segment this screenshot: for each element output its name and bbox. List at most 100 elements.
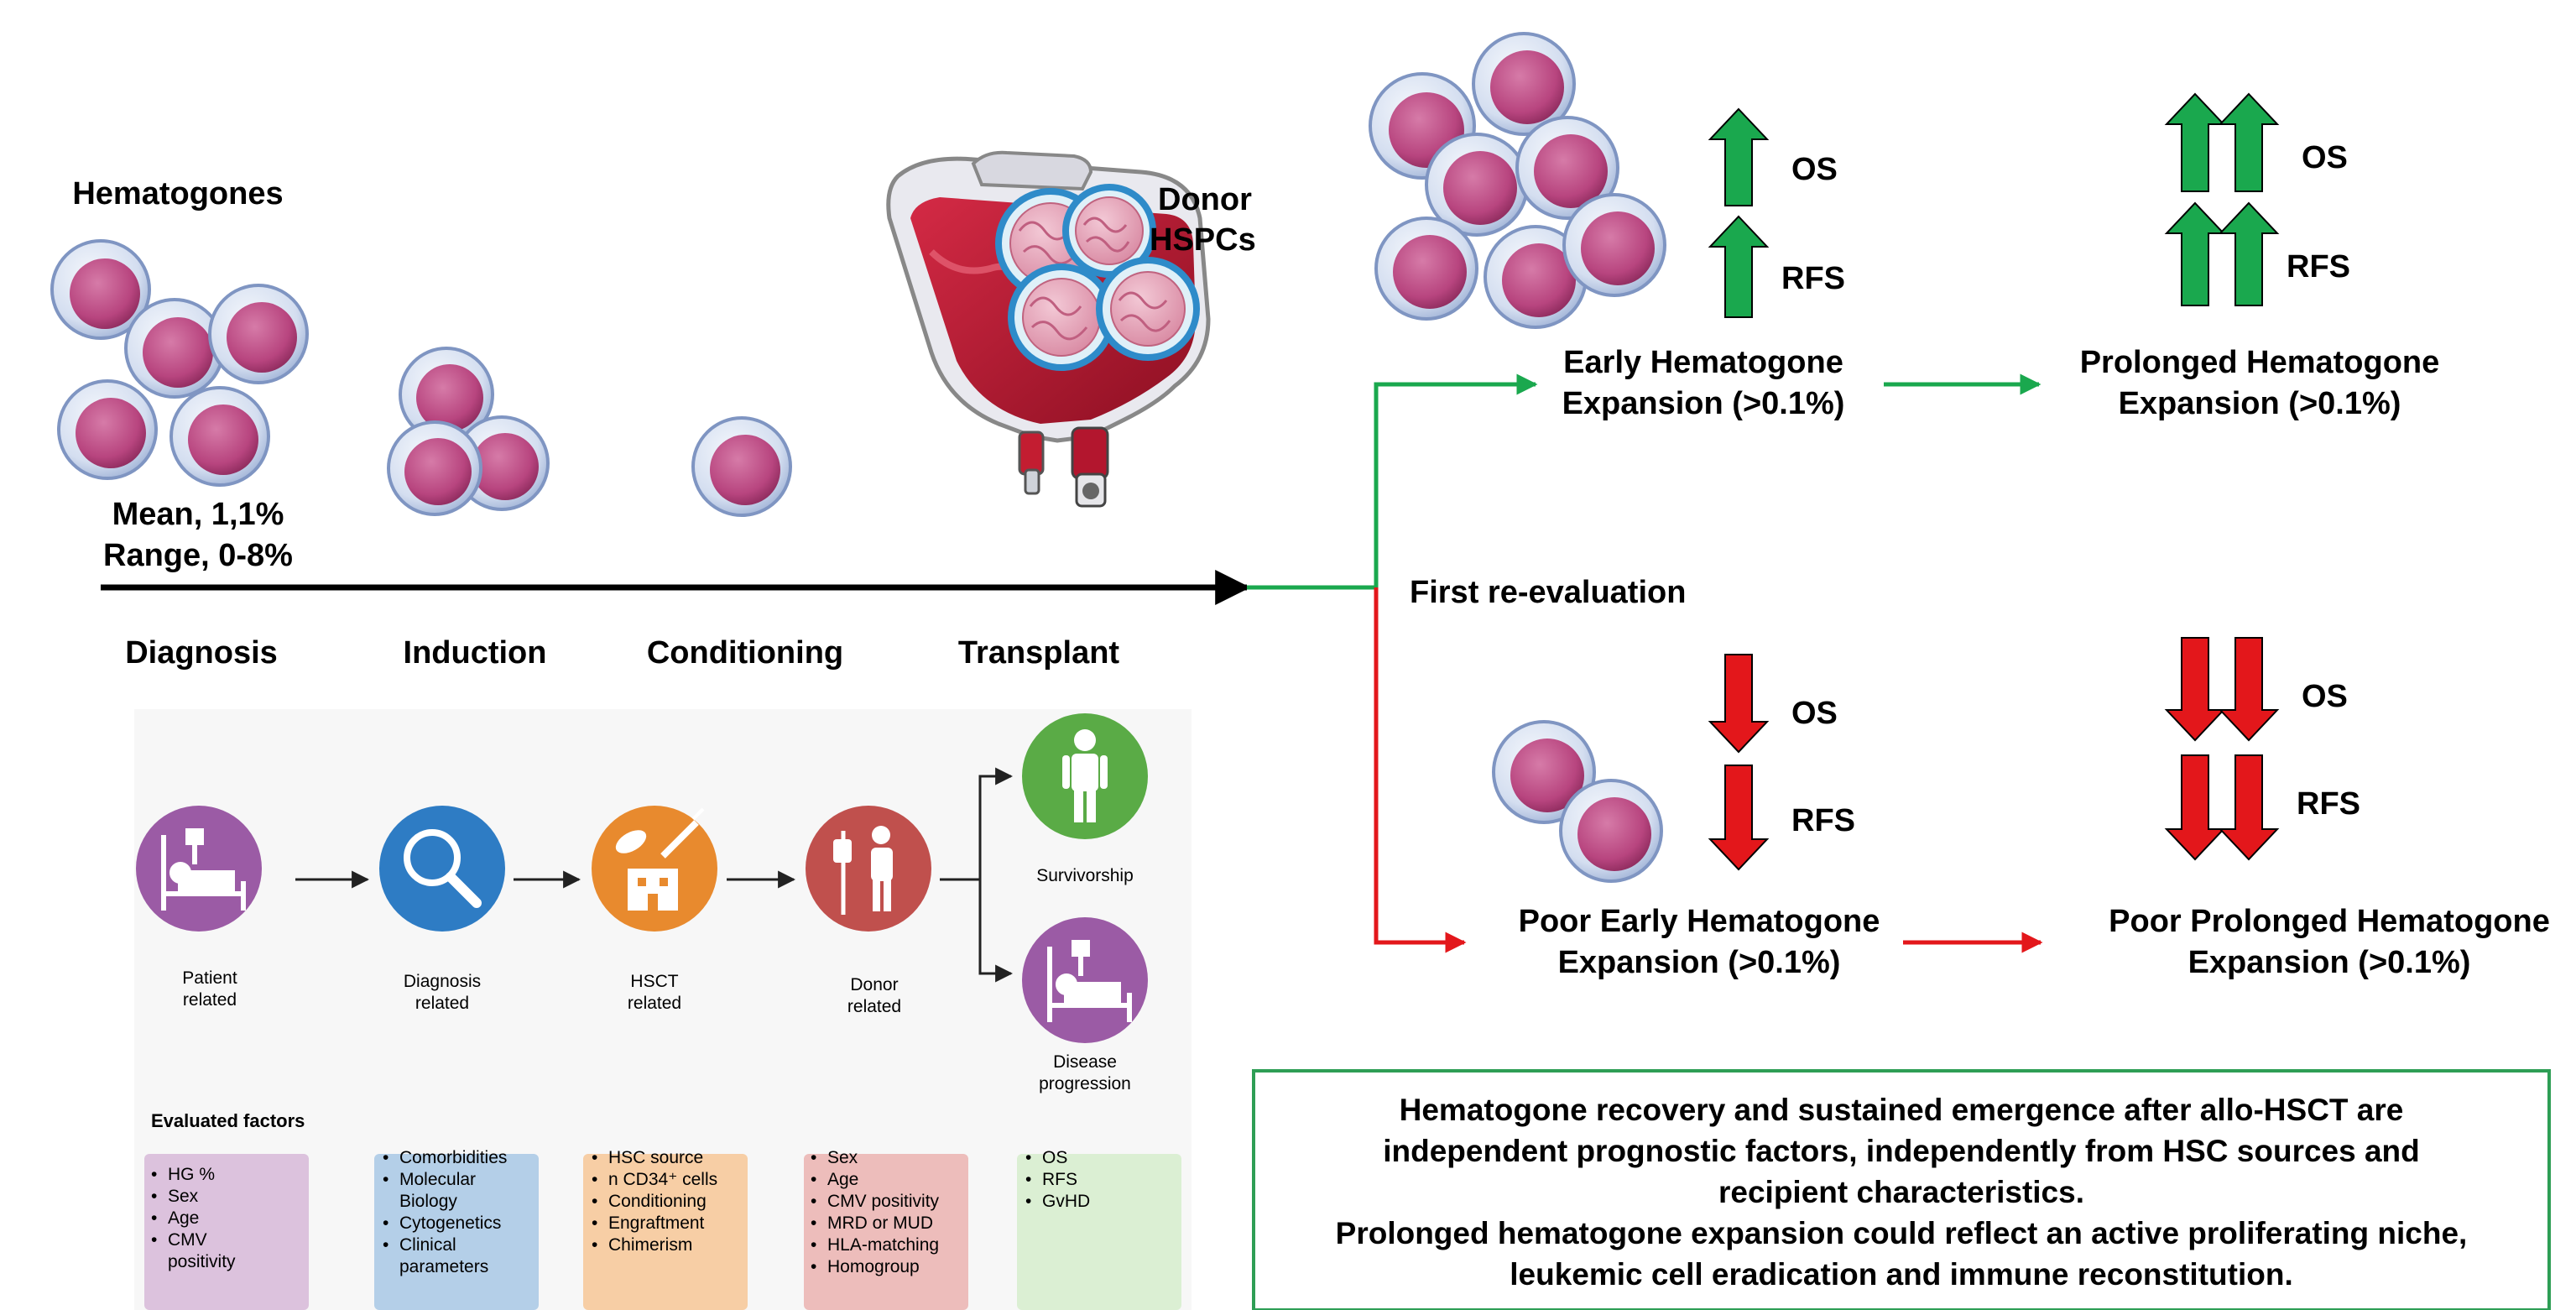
factor-item: parameters [399,1257,488,1276]
bullet: • [592,1170,597,1189]
os-down-arrow-icon [2164,637,2226,742]
factor-item: positivity [168,1252,236,1271]
factor-item: GvHD [1042,1192,1090,1211]
os-down-arrow-icon [1708,654,1770,754]
node-label: related [628,994,681,1013]
prolonged-expansion-title: Prolonged Hematogone [2080,345,2440,380]
os-down-arrow-icon [2218,637,2280,742]
hematogone-cell [208,284,309,384]
early-rfs-label: RFS [1781,261,1845,296]
branch-connectors [1247,373,2043,953]
early-up-arrows [1708,107,1770,318]
bullet: • [383,1148,388,1167]
bullet: • [811,1257,816,1276]
poor-prolonged-down-arrows [2164,637,2280,861]
factor-item: Clinical [399,1235,456,1255]
factor-box-patient [144,1154,309,1310]
factor-item: Conditioning [608,1192,707,1211]
conclusion-text: Hematogone recovery and sustained emerge… [1336,1093,2468,1292]
prolonged-expansion-subtitle: Expansion (>0.1%) [2119,386,2401,421]
hematogones-label: Hematogones [72,176,283,211]
conclusion-line: recipient characteristics. [1718,1175,2084,1209]
bullet: • [811,1213,816,1233]
bullet: • [151,1230,157,1250]
donor-label: Donor [1158,182,1252,217]
bullet: • [811,1148,816,1167]
factor-item: CMV [168,1230,207,1250]
hematogone-cell [1559,779,1663,883]
prolonged-up-arrows [2164,92,2280,306]
os-up-arrow-icon [1708,107,1770,206]
node-label: related [847,997,901,1016]
early-os-label: OS [1791,152,1838,187]
stage-induction: Induction [404,635,547,671]
conclusion-line: leukemic cell eradication and immune rec… [1510,1257,2292,1292]
bullet: • [383,1235,388,1255]
stage-diagnosis: Diagnosis [125,635,278,671]
hematogone-cell [1484,225,1588,329]
factor-item: CMV positivity [827,1192,940,1211]
factor-item: Age [168,1208,199,1228]
bullet: • [151,1165,157,1184]
factor-item: RFS [1042,1170,1077,1189]
hspcs-label: HSPCs [1150,222,1256,258]
conditioning-cell [691,416,792,517]
induction-cells [387,347,550,516]
os-up-arrow-icon [2218,92,2280,192]
factor-item: Sex [168,1187,199,1206]
hematogone-cell [1472,32,1576,136]
factor-box-hsct [583,1154,748,1310]
rfs-up-arrow-icon [1708,215,1770,318]
bullet: • [811,1170,816,1189]
poor-early-title: Poor Early Hematogone [1519,904,1880,939]
early-expansion-cells [1369,32,1666,329]
node-diagnosis [379,806,505,932]
factor-item: HSC source [608,1148,703,1167]
hematogone-cell [169,386,270,487]
survivorship-label: Survivorship [1036,866,1134,885]
hematogone-cell [57,379,158,480]
magnifier-icon [404,829,482,908]
evaluated-factors-title: Evaluated factors [151,1110,305,1131]
stage-conditioning: Conditioning [647,635,843,671]
node-label: Patient [182,968,237,988]
os-up-arrow-icon [2164,92,2226,192]
donor-iv-icon [833,826,893,915]
hspc-cell [1008,264,1115,371]
bullet: • [151,1208,157,1228]
bullet: • [383,1213,388,1233]
hspc-cell [1062,184,1156,278]
node-patient [136,806,262,932]
factor-item: Sex [827,1148,858,1167]
poor-early-subtitle: Expansion (>0.1%) [1558,945,1841,980]
factor-item: Homogroup [827,1257,920,1276]
prolonged-os-label: OS [2302,140,2348,175]
factor-flow-arrows [295,767,1014,983]
node-label: Diagnosis [404,972,481,991]
node-label: Donor [850,975,898,994]
reevaluation-label: First re-evaluation [1410,575,1686,610]
donor-hspc-cells [995,184,1200,371]
factor-box-diagnosis [374,1154,539,1310]
conclusion-box [1252,1069,2551,1310]
poor-prolonged-subtitle: Expansion (>0.1%) [2188,945,2471,980]
node-label: related [183,990,237,1010]
prolonged-rfs-label: RFS [2287,249,2350,284]
early-expansion-title: Early Hematogone [1563,345,1843,380]
bullet: • [811,1235,816,1255]
diagnosis-cells [50,239,309,487]
node-donor [806,806,931,932]
hematogone-cell [1562,193,1666,297]
factor-item: HG % [168,1165,215,1184]
poor-early-os-label: OS [1791,696,1838,731]
hematogone-cell [50,239,151,340]
node-label: HSCT [630,972,678,991]
factors-panel: Patient related Diagnosis related HSCT r… [134,709,1192,1310]
progression-label: Disease [1053,1052,1117,1072]
bullet: • [151,1187,157,1206]
rfs-up-arrow-icon [2218,201,2280,306]
bullet: • [592,1213,597,1233]
patient-bed-icon [161,828,246,911]
hematogone-cell [1515,116,1619,220]
